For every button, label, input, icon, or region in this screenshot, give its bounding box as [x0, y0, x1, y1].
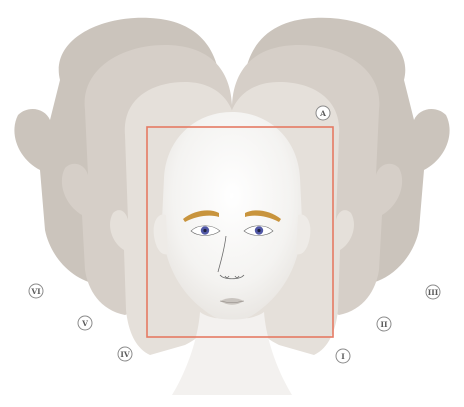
label-i: I — [336, 349, 350, 363]
front-face — [154, 112, 311, 395]
svg-text:VI: VI — [30, 287, 41, 296]
svg-text:V: V — [81, 319, 88, 328]
svg-text:A: A — [319, 109, 326, 118]
svg-text:II: II — [380, 320, 388, 329]
label-iv: IV — [118, 347, 132, 361]
svg-text:I: I — [341, 352, 345, 361]
label-a: A — [316, 106, 330, 120]
label-vi: VI — [29, 284, 43, 298]
svg-text:III: III — [428, 288, 439, 297]
label-v: V — [78, 316, 92, 330]
svg-text:IV: IV — [120, 350, 130, 359]
label-iii: III — [426, 285, 440, 299]
label-ii: II — [377, 317, 391, 331]
